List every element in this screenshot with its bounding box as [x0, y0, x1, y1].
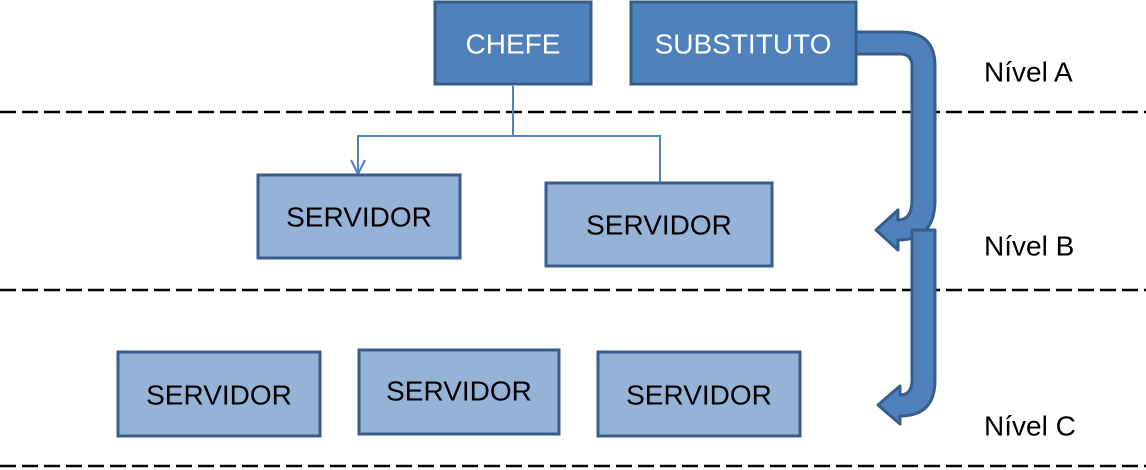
node-servidor-b2: SERVIDOR	[544, 181, 774, 268]
substituto-arrow	[854, 30, 937, 426]
bent-arrow-to-level-c	[876, 228, 937, 426]
node-servidor-c2: SERVIDOR	[357, 348, 561, 436]
node-substituto: SUBSTITUTO	[629, 0, 858, 86]
node-label: CHEFE	[466, 29, 561, 60]
level-label-b: Nível B	[984, 231, 1074, 262]
node-servidor-c1: SERVIDOR	[116, 350, 322, 438]
node-servidor-c3: SERVIDOR	[596, 350, 802, 438]
node-label: SERVIDOR	[146, 380, 292, 411]
node-chefe: CHEFE	[433, 0, 593, 86]
level-label-c: Nível C	[984, 411, 1076, 442]
chefe-connector	[350, 86, 661, 182]
level-label-a: Nível A	[984, 57, 1073, 88]
node-label: SUBSTITUTO	[655, 29, 832, 60]
node-label: SERVIDOR	[586, 210, 732, 241]
node-servidor-b1: SERVIDOR	[256, 173, 462, 260]
bent-arrow-to-level-b	[854, 30, 937, 252]
node-label: SERVIDOR	[626, 380, 772, 411]
node-label: SERVIDOR	[286, 202, 432, 233]
node-label: SERVIDOR	[386, 376, 532, 407]
